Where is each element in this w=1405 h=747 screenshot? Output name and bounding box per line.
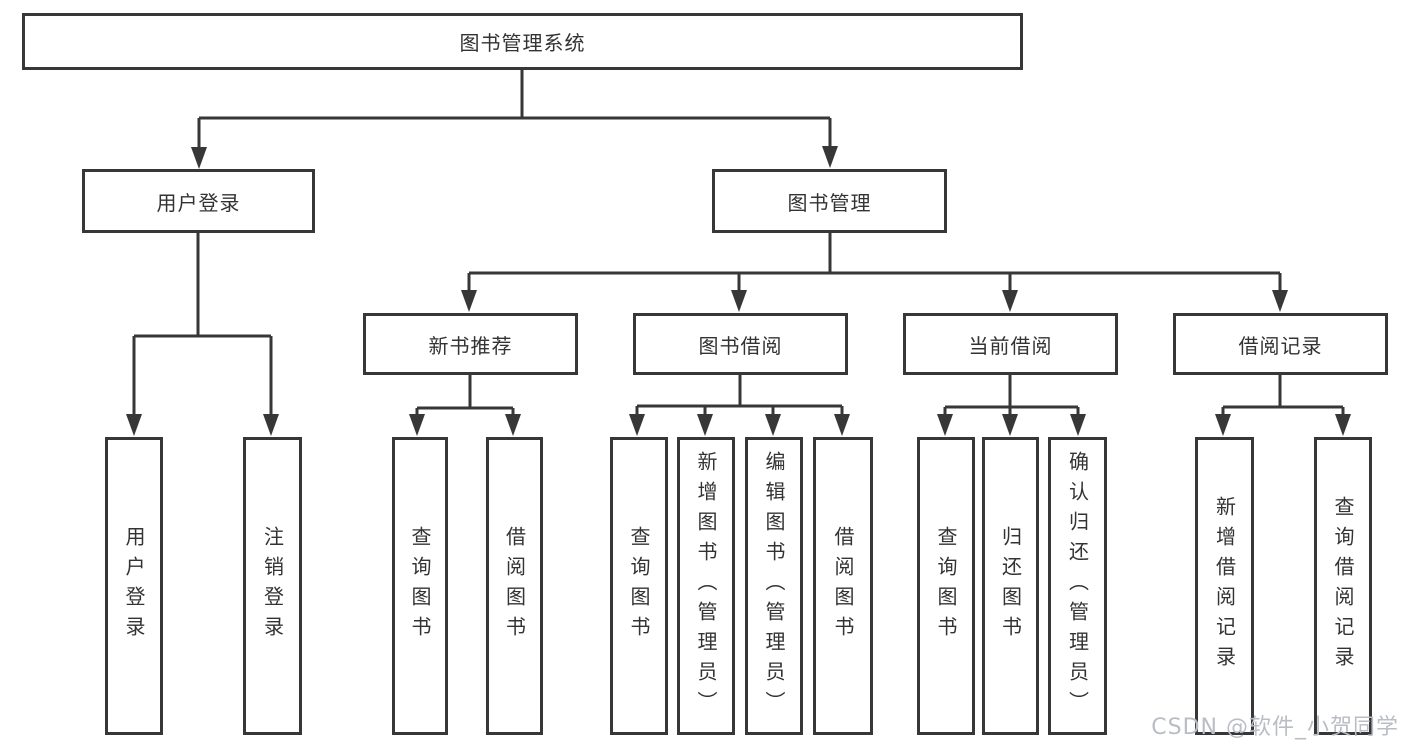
arrow-icon bbox=[834, 414, 850, 436]
arrow-icon bbox=[1215, 414, 1231, 436]
arrowheads bbox=[126, 146, 1351, 436]
node-current-borrow: 当前借阅 bbox=[903, 313, 1118, 375]
edge-root-to-level2 bbox=[197, 70, 832, 150]
leaf-add-borrow-record-label: 新增借阅记录 bbox=[1212, 496, 1237, 676]
arrow-icon bbox=[1335, 414, 1351, 436]
arrow-icon bbox=[731, 290, 747, 312]
arrow-icon bbox=[1002, 290, 1018, 312]
csdn-watermark: CSDN @软件_小贺同学 bbox=[1151, 715, 1399, 740]
leaf-edit-book-admin-label: 编辑图书（管理员） bbox=[762, 451, 786, 721]
leaf-add-book-admin-label: 新增图书（管理员） bbox=[694, 451, 718, 721]
leaf-query-book-3-label: 查询图书 bbox=[934, 526, 958, 646]
leaf-query-borrow-record-label: 查询借阅记录 bbox=[1331, 496, 1355, 676]
node-book-borrow: 图书借阅 bbox=[633, 313, 848, 375]
leaf-query-book-1: 查询图书 bbox=[392, 437, 448, 735]
leaf-confirm-return-admin: 确认归还（管理员） bbox=[1048, 437, 1107, 735]
leaf-query-book-2-label: 查询图书 bbox=[627, 526, 651, 646]
leaf-borrow-book-1: 借阅图书 bbox=[486, 437, 543, 735]
arrow-icon bbox=[1002, 414, 1018, 436]
node-book-management: 图书管理 bbox=[712, 169, 947, 233]
leaf-return-book: 归还图书 bbox=[982, 437, 1039, 735]
node-new-book-recommend: 新书推荐 bbox=[363, 313, 578, 375]
arrow-icon bbox=[822, 146, 838, 168]
leaf-edit-book-admin: 编辑图书（管理员） bbox=[745, 437, 803, 735]
leaf-user-login-label: 用户登录 bbox=[122, 526, 146, 646]
node-book-borrow-label: 图书借阅 bbox=[698, 333, 783, 358]
leaf-borrow-book-2-label: 借阅图书 bbox=[831, 526, 855, 646]
edge-borrowrecords-to-leaves bbox=[1221, 375, 1345, 416]
edge-userlogin-to-leaves bbox=[132, 233, 273, 416]
arrow-icon bbox=[409, 414, 425, 436]
leaf-add-book-admin: 新增图书（管理员） bbox=[677, 437, 735, 735]
node-root: 图书管理系统 bbox=[22, 13, 1023, 70]
node-new-book-recommend-label: 新书推荐 bbox=[428, 333, 513, 358]
edge-bookborrow-to-leaves bbox=[635, 375, 844, 416]
arrow-icon bbox=[505, 414, 521, 436]
arrow-icon bbox=[765, 414, 781, 436]
node-borrow-records-label: 借阅记录 bbox=[1238, 333, 1323, 358]
leaf-add-borrow-record: 新增借阅记录 bbox=[1195, 437, 1254, 735]
node-root-label: 图书管理系统 bbox=[459, 31, 586, 55]
leaf-logout-label: 注销登录 bbox=[260, 526, 285, 646]
leaf-query-borrow-record: 查询借阅记录 bbox=[1314, 437, 1372, 735]
leaf-query-book-3: 查询图书 bbox=[917, 437, 975, 735]
arrow-icon bbox=[937, 414, 953, 436]
arrow-icon bbox=[629, 414, 645, 436]
leaf-logout: 注销登录 bbox=[243, 437, 302, 735]
leaf-query-book-2: 查询图书 bbox=[610, 437, 668, 735]
edge-bookmgmt-to-level3 bbox=[467, 233, 1282, 293]
arrow-icon bbox=[1272, 290, 1288, 312]
node-user-login-label: 用户登录 bbox=[156, 190, 241, 215]
leaf-return-book-label: 归还图书 bbox=[998, 526, 1023, 646]
arrow-icon bbox=[1070, 414, 1086, 436]
arrow-icon bbox=[697, 414, 713, 436]
edge-currentborrow-to-leaves bbox=[943, 375, 1080, 416]
connector-lines bbox=[132, 70, 1345, 416]
edge-newbookrec-to-leaves bbox=[415, 375, 515, 416]
arrow-icon bbox=[191, 147, 207, 169]
arrow-icon bbox=[461, 290, 477, 312]
leaf-query-book-1-label: 查询图书 bbox=[408, 526, 432, 646]
node-book-management-label: 图书管理 bbox=[787, 190, 872, 215]
node-current-borrow-label: 当前借阅 bbox=[968, 333, 1053, 358]
node-borrow-records: 借阅记录 bbox=[1173, 313, 1388, 375]
leaf-confirm-return-admin-label: 确认归还（管理员） bbox=[1065, 451, 1090, 721]
arrow-icon bbox=[126, 414, 142, 436]
arrow-icon bbox=[263, 414, 279, 436]
leaf-user-login: 用户登录 bbox=[105, 437, 163, 735]
node-user-login: 用户登录 bbox=[82, 169, 315, 233]
leaf-borrow-book-2: 借阅图书 bbox=[813, 437, 873, 735]
leaf-borrow-book-1-label: 借阅图书 bbox=[502, 526, 527, 646]
